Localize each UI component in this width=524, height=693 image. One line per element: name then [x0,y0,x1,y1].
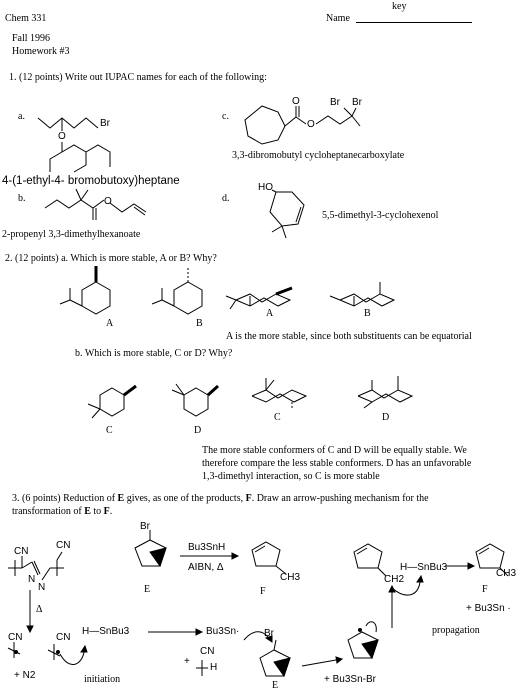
propagation-label: propagation [432,625,480,636]
H-SnBu3-propagation: H—SnBu3 [400,562,448,573]
aibn-CN1: CN [14,546,29,557]
plus-Bu3Sn-radical: + Bu3Sn · [466,603,511,614]
H-CN-CN5: CN [200,646,215,657]
E-top-label: E [144,584,151,595]
q1c-atom-O1: O [292,96,300,107]
q3-E-bold: E [117,493,125,504]
H-CN-H: H [210,662,218,673]
radical-CN4: CN [56,632,71,643]
q1b-atom-O: O [104,196,112,207]
q1d-label: d. [222,193,230,204]
q2b-answer-line1: The more stable conformers of C and D wi… [202,445,467,456]
q2b-prompt: b. Which is more stable, C or D? Why? [75,348,233,359]
q1c-label: c. [222,111,229,122]
q1b-label: b. [18,193,26,204]
name-underline [356,8,472,23]
q3-prompt-line1: 3. (6 points) Reduction of E gives, as o… [12,493,429,504]
H-SnBu3-initiation: H—SnBu3 [82,626,130,637]
q1a-atom-Br: Br [100,118,110,129]
radical-CN3: CN [8,632,23,643]
F-top-CH3: CH3 [280,572,301,583]
E-bottom-label: E [272,680,279,691]
plus-Bu3SnBr: + Bu3Sn-Br [324,674,376,685]
q1c-atom-O2: O [307,119,315,130]
label-A-flat: A [106,318,114,329]
aibn-CN2: CN [56,540,71,551]
E-bottom-Br: Br [264,628,274,639]
label-A-chair: A [266,308,274,319]
F-right-label: F [482,584,488,595]
q1a-answer: 4-(1-ethyl-4- bromobutoxy)heptane [2,175,180,187]
q1b-answer: 2-propenyl 3,3-dimethylhexanoate [2,229,141,240]
F-top-label: F [260,586,266,597]
term: Fall 1996 [12,33,51,44]
q1d-atom-HO: HO [258,182,273,193]
F-right-CH3: CH3 [496,568,517,579]
label-B-flat: B [196,318,203,329]
label-C-chair: C [274,412,281,423]
reagent-top: Bu3SnH [188,542,226,553]
q1d-answer: 5,5-dimethyl-3-cyclohexenol [322,210,439,221]
label-B-chair: B [364,308,371,319]
label-D-flat: D [194,425,202,436]
CH2-radical: CH2 [384,574,405,585]
initiation-label: initiation [84,674,121,685]
assignment: Homework #3 [12,46,70,57]
q3-F-bold: F [245,493,252,504]
label-D-chair: D [382,412,390,423]
reagent-bottom: AIBN, Δ [188,562,224,573]
aibn-N1: N [28,574,36,585]
q2b-answer-line3: 1,3-dimethyl interaction, so C is more s… [202,471,380,482]
label-C-flat: C [106,425,113,436]
name-label: Name [326,13,350,24]
N2-byproduct: + N2 [14,670,36,681]
q3-prompt-line2: transformation of E to F. [12,506,113,517]
q1c-atom-Br1: Br [330,97,340,108]
aibn-delta: Δ [36,604,43,615]
q2b-answer-line2: therefore compare the less stable confor… [202,458,472,469]
E-top-Br: Br [140,521,150,532]
q1c-answer: 3,3-dibromobutyl cycloheptanecarboxylate [232,150,405,161]
plus-sign: + [184,656,190,667]
name-value: key [392,1,407,12]
q1a-label: a. [18,111,25,122]
course-title: Chem 331 [5,13,47,24]
q1c-atom-Br2: Br [352,97,362,108]
q1a-atom-O: O [58,131,66,142]
q1-prompt: 1. (12 points) Write out IUPAC names for… [9,72,267,83]
Bu3Sn-radical: Bu3Sn· [206,626,240,637]
q2a-answer: A is the more stable, since both substit… [226,331,472,342]
q2a-prompt: 2. (12 points) a. Which is more stable, … [5,253,217,264]
aibn-N2: N [38,582,46,593]
